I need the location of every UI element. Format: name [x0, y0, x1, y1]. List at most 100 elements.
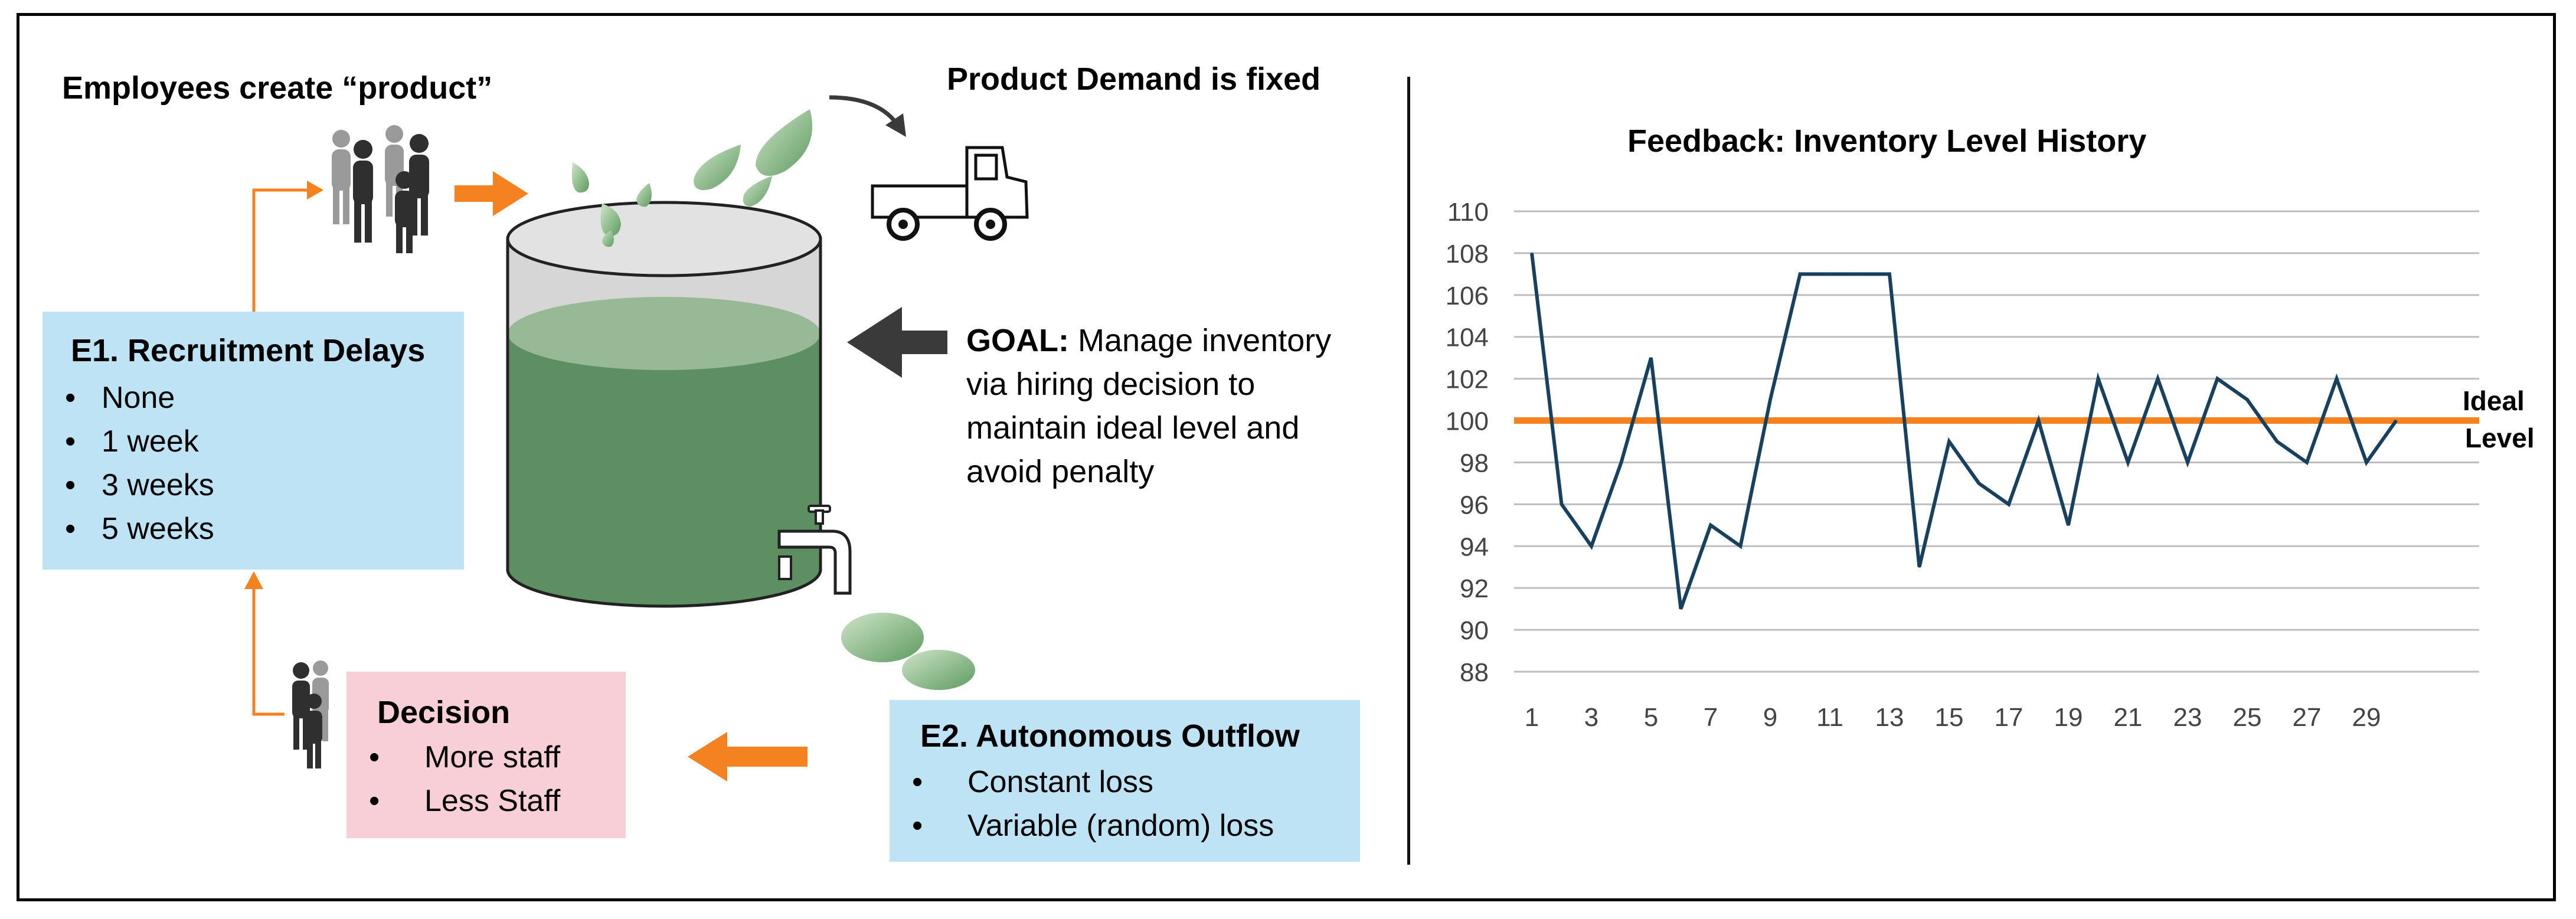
data-point: [1591, 545, 1592, 547]
data-point: [1829, 273, 1830, 275]
x-tick-label: 21: [2114, 703, 2143, 732]
x-tick-label: 1: [1525, 703, 1539, 732]
decision-list: More staff Less Staff: [346, 735, 626, 823]
data-point: [1531, 252, 1532, 254]
x-tick-label: 29: [2352, 703, 2381, 732]
y-tick-label: 96: [1460, 490, 1489, 519]
data-point: [2217, 378, 2218, 380]
data-point: [1561, 503, 1562, 505]
y-tick-label: 88: [1460, 658, 1489, 687]
autonomous-outflow-title: E2. Autonomous Outflow: [920, 718, 1300, 754]
y-tick-label: 102: [1446, 365, 1489, 394]
data-point: [1650, 357, 1652, 359]
x-tick-label: 27: [2293, 703, 2322, 732]
data-point: [1620, 462, 1622, 463]
list-item: Constant loss: [890, 760, 1360, 804]
x-tick-label: 5: [1644, 703, 1658, 732]
x-tick-label: 19: [2054, 703, 2083, 732]
chart-title: Feedback: Inventory Level History: [1627, 123, 2147, 159]
data-point: [2008, 503, 2009, 505]
x-tick-label: 9: [1763, 703, 1777, 732]
goal-text: GOAL: Manage inventory via hiring decisi…: [966, 319, 1331, 493]
people-icon: [332, 125, 429, 253]
x-tick-label: 23: [2173, 703, 2202, 732]
data-point: [1949, 441, 1950, 442]
x-tick-label: 15: [1935, 703, 1964, 732]
x-tick-label: 13: [1875, 703, 1904, 732]
data-point: [2395, 420, 2397, 421]
arrow-icon: [455, 171, 528, 216]
arrow-icon: [847, 307, 947, 378]
arrow-icon: [688, 732, 808, 781]
goal-line: avoid penalty: [966, 454, 1155, 489]
water-drop-icon: [571, 109, 813, 247]
data-point: [2336, 378, 2338, 380]
list-item: 3 weeks: [43, 463, 464, 507]
decision-connector: [252, 587, 285, 716]
recruitment-delays-title: E1. Recruitment Delays: [71, 333, 426, 368]
data-point: [1770, 399, 1771, 401]
y-tick-label: 104: [1446, 323, 1489, 352]
data-point: [2276, 441, 2278, 442]
list-item: Variable (random) loss: [890, 804, 1360, 848]
water-drop-icon: [841, 613, 975, 690]
water-tank-icon: [506, 201, 822, 608]
goal-line: via hiring decision to: [966, 367, 1256, 402]
inventory-series-line: [1530, 253, 2398, 610]
data-point: [1680, 608, 1682, 610]
list-item: 5 weeks: [43, 507, 464, 551]
arrow-icon: [829, 95, 898, 125]
data-point: [2187, 462, 2188, 463]
data-point: [2038, 420, 2039, 421]
x-tick-label: 11: [1816, 703, 1843, 732]
y-tick-label: 108: [1446, 240, 1489, 269]
x-tick-label: 17: [1995, 703, 2023, 732]
goal-line: Manage inventory: [1068, 323, 1332, 358]
goal-label: GOAL:: [966, 323, 1069, 358]
panel-divider: [1407, 77, 1410, 865]
decision-title: Decision: [377, 695, 511, 730]
y-tick-label: 106: [1446, 282, 1489, 310]
data-point: [2157, 378, 2159, 380]
truck-icon: [871, 146, 1029, 241]
y-tick-label: 92: [1460, 574, 1489, 603]
x-tick-label: 7: [1704, 703, 1718, 732]
data-point: [1978, 482, 1980, 484]
demand-label: Product Demand is fixed: [947, 61, 1321, 97]
data-point: [1859, 273, 1861, 275]
ideal-level-label: Ideal: [2463, 385, 2525, 416]
autonomous-outflow-list: Constant loss Variable (random) loss: [890, 760, 1360, 848]
figure-frame: [17, 13, 2556, 901]
recruit-connector: [252, 188, 322, 312]
y-tick-label: 98: [1460, 449, 1489, 478]
recruitment-delays-box: E1. Recruitment Delays None 1 week 3 wee…: [43, 312, 464, 570]
list-item: More staff: [346, 735, 626, 779]
data-point: [1740, 545, 1741, 547]
list-item: Less Staff: [346, 779, 626, 823]
y-tick-label: 100: [1446, 407, 1489, 436]
ideal-level-label: Level: [2465, 423, 2535, 453]
list-item: None: [43, 376, 464, 420]
data-point: [2306, 462, 2307, 463]
faucet-icon: [777, 505, 852, 595]
data-point: [1799, 273, 1801, 275]
employees-label: Employees create “product”: [62, 70, 493, 106]
data-point: [1918, 566, 1920, 568]
recruitment-delays-list: None 1 week 3 weeks 5 weeks: [43, 376, 464, 551]
people-icon: [292, 660, 329, 768]
data-point: [2247, 399, 2248, 401]
list-item: 1 week: [43, 420, 464, 463]
y-tick-label: 90: [1460, 616, 1489, 645]
data-point: [2366, 462, 2367, 463]
decision-box: Decision More staff Less Staff: [346, 672, 626, 838]
data-point: [1710, 524, 1711, 526]
data-point: [1889, 273, 1890, 275]
data-point: [2097, 378, 2099, 380]
y-tick-label: 94: [1460, 532, 1489, 561]
goal-line: maintain ideal level and: [966, 410, 1300, 446]
autonomous-outflow-box: E2. Autonomous Outflow Constant loss Var…: [890, 700, 1360, 862]
x-tick-label: 25: [2233, 703, 2262, 732]
data-point: [2127, 462, 2129, 463]
